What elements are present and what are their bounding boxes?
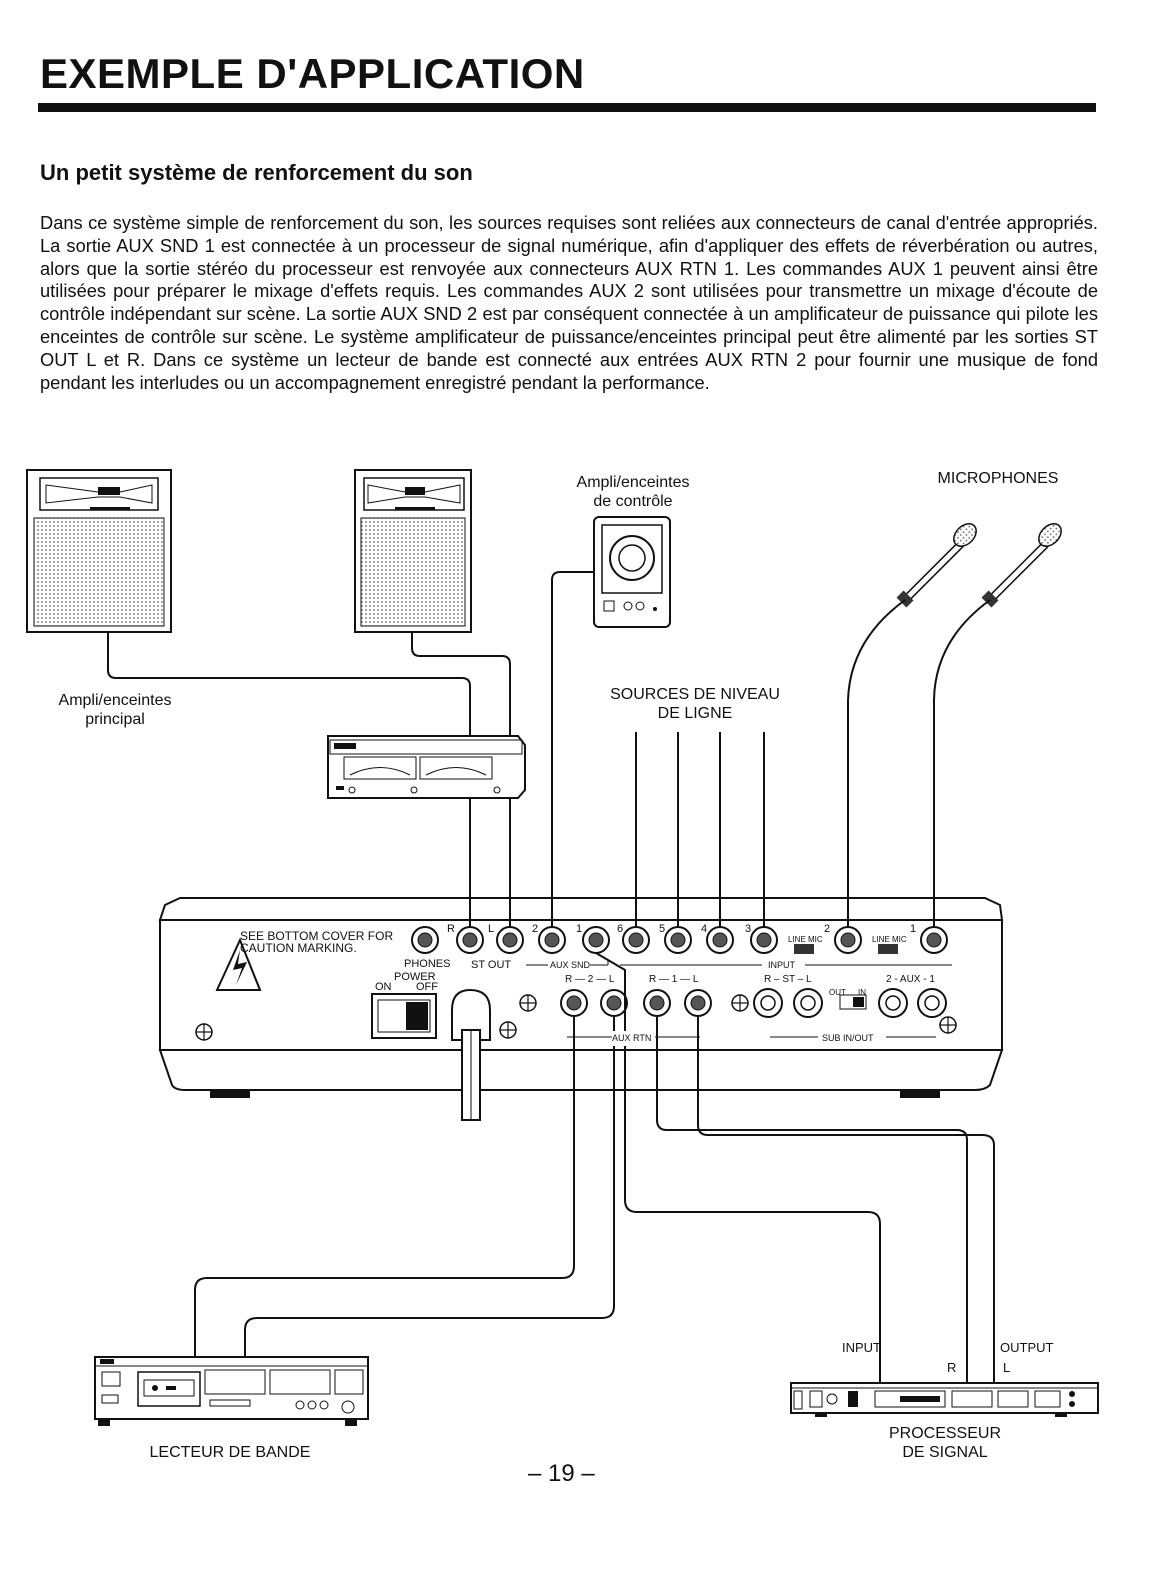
- sub-aux-label: 2 - AUX - 1: [886, 974, 935, 985]
- caution-text: SEE BOTTOM COVER FOR CAUTION MARKING.: [240, 930, 393, 954]
- input-label: INPUT: [768, 960, 795, 970]
- tape-deck: [94, 1356, 369, 1426]
- st-out-label: ST OUT: [471, 959, 512, 971]
- aux-rtn-label: AUX RTN: [612, 1031, 652, 1046]
- input-3-number: 3: [745, 923, 752, 935]
- aux-rtn-1-label: R — 1 — L: [649, 974, 699, 985]
- power-off-label: OFF: [416, 981, 438, 993]
- monitor-speaker: [593, 516, 671, 628]
- line-sources-line-2: DE LIGNE: [657, 705, 733, 722]
- switch-in-label: IN: [858, 988, 866, 997]
- processor-output-label: OUTPUT: [1000, 1340, 1054, 1355]
- jack-l-label: L: [488, 923, 495, 935]
- input-1-number: 1: [910, 923, 917, 935]
- title-rule: [38, 103, 1096, 112]
- aux-snd-label: AUX SND: [550, 960, 591, 970]
- processor-input-label: INPUT: [842, 1340, 881, 1355]
- processor-label-line-1: PROCESSEUR: [888, 1425, 1002, 1442]
- input-2-number: 2: [824, 923, 831, 935]
- line-sources-label: SOURCES DE NIVEAU DE LIGNE: [595, 685, 795, 723]
- body-paragraph: Dans ce système simple de renforcement d…: [40, 212, 1098, 393]
- aux-snd-2-number: 2: [532, 923, 539, 935]
- processor-label-line-2: DE SIGNAL: [902, 1444, 988, 1461]
- switch-out-label: OUT: [829, 988, 846, 997]
- section-subtitle: Un petit système de renforcement du son: [40, 160, 473, 185]
- page-number: – 19 –: [528, 1460, 595, 1487]
- microphones-label: MICROPHONES: [937, 470, 1059, 487]
- line-sources-line-1: SOURCES DE NIVEAU: [610, 686, 780, 703]
- jack-r-label: R: [447, 923, 455, 935]
- cables: [107, 571, 995, 1383]
- processor-r-label: R: [947, 1360, 957, 1375]
- input-4-number: 4: [701, 923, 708, 935]
- line-mic-label-1: LINE MIC: [872, 935, 907, 944]
- monitor-label-line-2: de contrôle: [593, 493, 673, 510]
- sub-inout-label: SUB IN/OUT: [822, 1033, 874, 1043]
- main-speaker-left: [26, 469, 172, 633]
- power-on-label: ON: [375, 981, 392, 993]
- processor-l-label: L: [1003, 1360, 1011, 1375]
- mixer: [158, 897, 1004, 1121]
- monitor-speaker-label: Ampli/enceintes de contrôle: [560, 473, 706, 511]
- microphone-1: [896, 523, 977, 608]
- monitor-label-line-1: Ampli/enceintes: [576, 474, 690, 491]
- microphone-2: [981, 523, 1062, 608]
- main-speaker-right: [354, 469, 472, 633]
- line-mic-label-2: LINE MIC: [788, 935, 823, 944]
- aux-snd-1-number: 1: [576, 923, 583, 935]
- tape-deck-label: LECTEUR DE BANDE: [149, 1444, 311, 1461]
- caution-line-2: CAUTION MARKING.: [240, 941, 357, 955]
- power-label: POWER: [394, 971, 436, 983]
- main-speaker-label: Ampli/enceintes principal: [40, 691, 190, 729]
- input-6-number: 6: [617, 923, 624, 935]
- phones-label: PHONES: [404, 958, 451, 970]
- aux-rtn-2-label: R — 2 — L: [565, 974, 615, 985]
- main-label-line-1: Ampli/enceintes: [58, 692, 172, 709]
- page-title: EXEMPLE D'APPLICATION: [40, 50, 585, 97]
- power-amplifier: [327, 735, 526, 799]
- signal-processor: [790, 1382, 1099, 1417]
- sub-st-label: R – ST – L: [764, 974, 812, 985]
- input-5-number: 5: [659, 923, 666, 935]
- caution-line-1: SEE BOTTOM COVER FOR: [240, 929, 394, 943]
- main-label-line-2: principal: [85, 711, 145, 728]
- processor-label: PROCESSEUR DE SIGNAL: [860, 1424, 1030, 1462]
